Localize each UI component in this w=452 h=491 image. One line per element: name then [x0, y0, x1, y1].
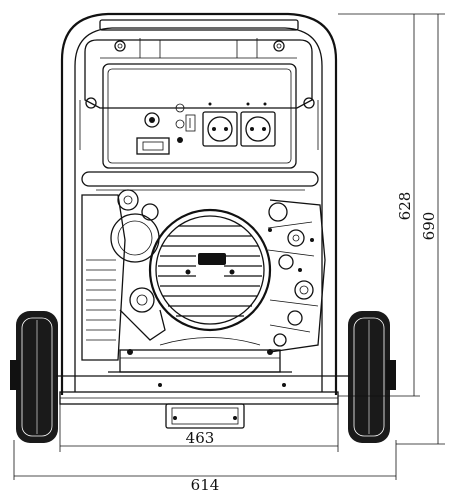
- dimension-total-height: 690: [420, 212, 438, 241]
- ignition-key-icon: [144, 112, 160, 128]
- power-socket-left: [202, 111, 238, 147]
- dimension-frame-height: 628: [396, 192, 414, 221]
- cross-bar: [81, 171, 319, 191]
- wheel-right: [348, 311, 396, 443]
- control-panel: [102, 63, 297, 169]
- power-socket-right: [240, 111, 276, 147]
- center-foot: [165, 403, 245, 429]
- dimension-outer-width: 614: [191, 476, 220, 491]
- wheel-left: [10, 311, 58, 443]
- engine: [81, 189, 326, 387]
- top-cover: [79, 38, 319, 150]
- fan-grille: [158, 225, 262, 317]
- dimension-inner-width: 463: [186, 429, 215, 447]
- dimension-lines: [13, 13, 445, 480]
